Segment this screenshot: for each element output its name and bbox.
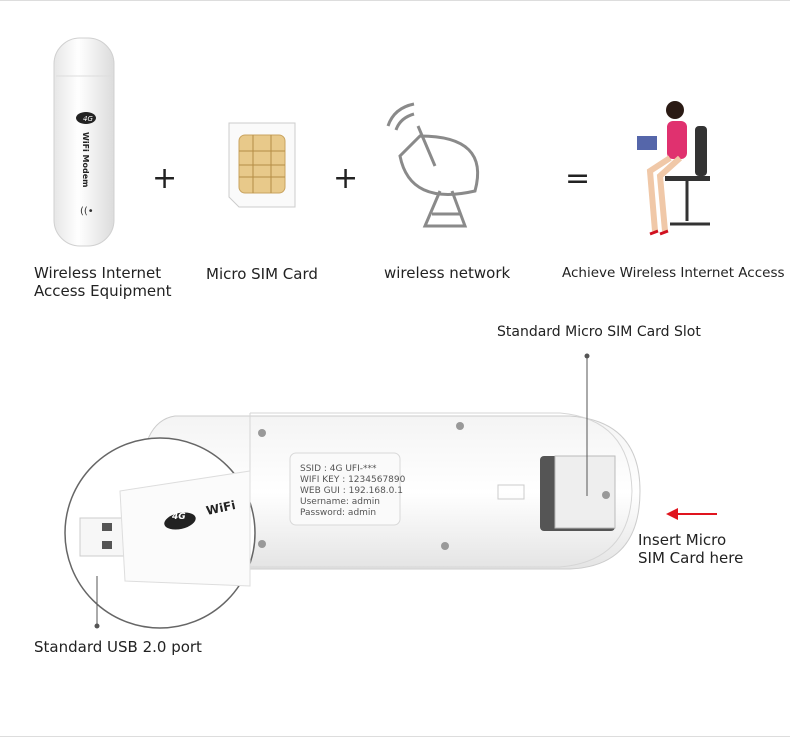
insert-sim-callout: Insert Micro xyxy=(638,531,727,549)
usb-port-callout: Standard USB 2.0 port xyxy=(34,638,202,656)
step-label-equipment: Wireless Internet xyxy=(34,264,162,282)
usb-modem-image: 4G WiFi Modem ((• xyxy=(53,37,115,247)
plus-sign: + xyxy=(333,161,359,196)
zoom-badge: 4G xyxy=(172,512,186,522)
insert-sim-callout-line2: SIM Card here xyxy=(638,549,744,567)
modem-badge: 4G xyxy=(83,115,93,123)
satellite-dish-icon xyxy=(386,102,480,228)
red-arrow-icon xyxy=(666,508,678,520)
sim-icon-emboss xyxy=(497,484,525,500)
micro-sim-card-image xyxy=(228,122,296,208)
step-label-access: Achieve Wireless Internet Access xyxy=(562,265,785,281)
sim-slot-callout: Standard Micro SIM Card Slot xyxy=(497,324,701,340)
modem-logo-text: WiFi Modem xyxy=(81,132,90,188)
step-label-equipment-line2: Access Equipment xyxy=(34,282,172,300)
step-label-network: wireless network xyxy=(384,264,511,282)
sticker-username: Username: admin xyxy=(300,497,380,507)
sticker-ssid: SSID : 4G UFI-*** xyxy=(300,464,377,474)
sticker-password: Password: admin xyxy=(300,508,377,518)
wifi-signal-icon: ((• xyxy=(80,206,94,217)
step-label-sim: Micro SIM Card xyxy=(206,265,318,283)
device-info-sticker: SSID : 4G UFI-*** WIFI KEY : 1234567890 … xyxy=(300,464,405,519)
equals-sign: = xyxy=(565,161,591,196)
woman-using-laptop-image xyxy=(637,101,710,236)
sticker-web-gui: WEB GUI : 192.168.0.1 xyxy=(300,486,403,496)
sticker-wifi-key: WIFI KEY : 1234567890 xyxy=(300,475,406,485)
plus-sign: + xyxy=(152,161,178,196)
